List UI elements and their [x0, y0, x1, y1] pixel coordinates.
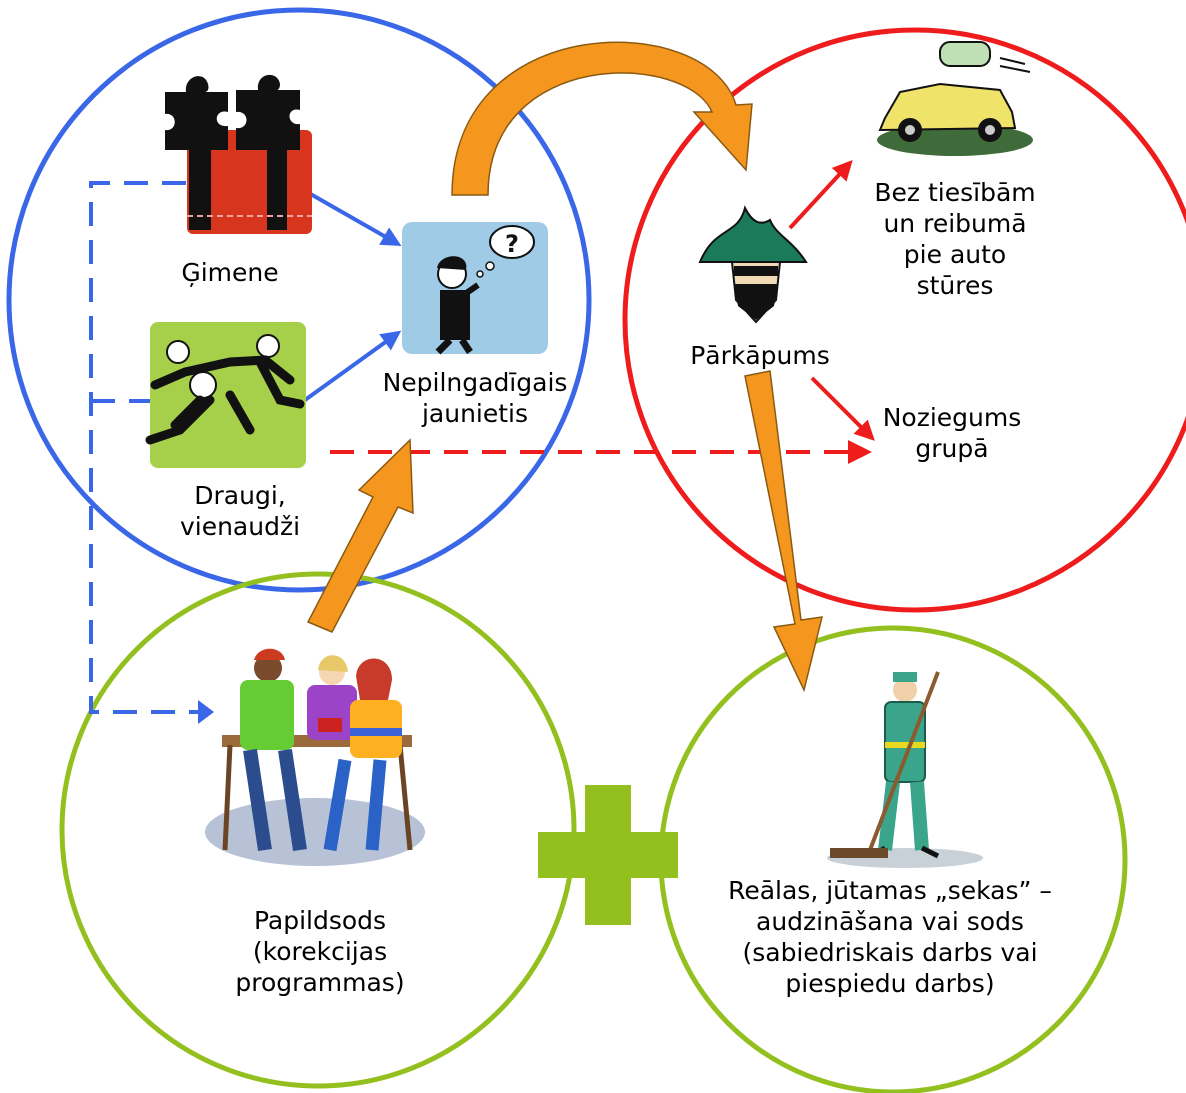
- youth-label-line: Nepilngadīgais: [382, 368, 568, 397]
- family-label: Ģimene: [181, 258, 279, 287]
- svg-text:?: ?: [505, 230, 519, 258]
- driving-label-line: pie auto: [903, 240, 1007, 269]
- group-crime-label-line: Noziegums: [882, 403, 1022, 432]
- teenagers-group-icon: [205, 648, 425, 866]
- driving-label-line: un reibumā: [883, 209, 1027, 238]
- plus-sign: [538, 785, 678, 925]
- bracket-arrowhead: [198, 700, 214, 724]
- extra-penalty-circle: [59, 571, 577, 1089]
- correction-to-youth-arrow: [306, 438, 414, 633]
- influence-circle: [6, 7, 592, 593]
- thinking-youth-icon: ?: [402, 222, 548, 355]
- street-sweeper-icon: [827, 671, 983, 868]
- puzzle-family-icon: [165, 74, 312, 234]
- youth-label-line: jaunietis: [421, 399, 529, 428]
- friends-label: Draugi, vienaudži: [140, 480, 340, 542]
- driving-label-line: stūres: [916, 271, 994, 300]
- masked-bandit-icon: [698, 205, 808, 324]
- dashed-bracket-connector: [89, 181, 198, 714]
- youth-label: Nepilngadīgais jaunietis: [355, 367, 595, 429]
- youth-to-offense-curved-arrow: [451, 41, 753, 196]
- red-dashed-arrowhead: [848, 440, 872, 464]
- extra-penalty-label: Papildsods (korekcijas programmas): [210, 905, 430, 998]
- driving-label: Bez tiesībām un reibumā pie auto stūres: [860, 177, 1050, 301]
- offense-circle: [622, 27, 1186, 613]
- offense-label: Pārkāpums: [690, 341, 830, 370]
- offense-to-group-crime-arrow: [810, 376, 875, 441]
- extra-penalty-label-line: programmas): [235, 968, 405, 997]
- friends-label-line: vienaudži: [179, 512, 301, 541]
- offense-to-driving-arrow: [788, 160, 853, 230]
- consequences-label-line: (sabiedriskais darbs vai: [742, 938, 1038, 967]
- drunk-driver-car-icon: [877, 41, 1033, 156]
- running-friends-icon: [145, 322, 306, 468]
- consequences-label-line: audzināšana vai sods: [756, 907, 1024, 936]
- friends-to-youth-arrow: [303, 330, 402, 402]
- group-crime-label: Noziegums grupā: [862, 402, 1042, 464]
- consequences-label-line: piespiedu darbs): [785, 969, 995, 998]
- driving-label-line: Bez tiesībām: [874, 178, 1036, 207]
- consequences-label-line: Reālas, jūtamas „sekas” –: [728, 876, 1052, 905]
- group-crime-label-line: grupā: [915, 434, 989, 463]
- friends-label-line: Draugi,: [194, 481, 286, 510]
- offense-to-consequences-arrow: [744, 370, 823, 693]
- family-to-youth-arrow: [299, 186, 402, 246]
- consequences-label: Reālas, jūtamas „sekas” – audzināšana va…: [700, 875, 1080, 999]
- extra-penalty-label-line: Papildsods: [253, 906, 387, 935]
- extra-penalty-label-line: (korekcijas: [252, 937, 388, 966]
